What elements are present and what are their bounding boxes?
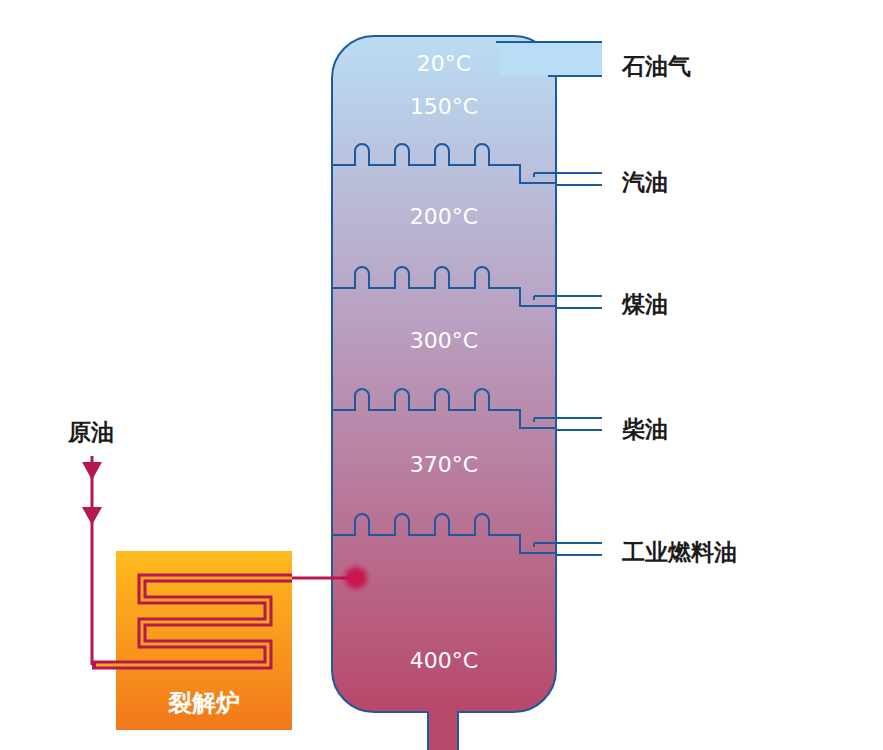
gas-pipe: [500, 43, 602, 75]
tray: [333, 144, 555, 183]
feed-pipe: [292, 577, 332, 580]
product-label: 汽油: [622, 167, 668, 198]
furnace-label: 裂解炉: [168, 687, 240, 719]
product-label: 石油气: [622, 51, 691, 82]
temperature-label: 150°C: [410, 94, 478, 119]
feed-label: 原油: [68, 417, 114, 448]
feed-arrow: [82, 462, 102, 525]
furnace-coil-inner: [96, 578, 292, 665]
side-draw-pipe: [534, 418, 602, 430]
crude-feed-line: [91, 456, 94, 665]
tray: [333, 514, 555, 553]
temperature-label: 200°C: [410, 204, 478, 229]
distillation-column: [332, 36, 556, 712]
column-outlet: [428, 700, 458, 750]
product-label: 柴油: [622, 414, 668, 445]
tray-group: [333, 144, 602, 555]
column-outlet-join: [429, 706, 457, 716]
product-label: 煤油: [622, 289, 668, 320]
side-draw-pipe: [534, 296, 602, 308]
inlet-dot: [345, 567, 367, 589]
temperature-label: 300°C: [410, 328, 478, 353]
side-draw-pipe: [534, 543, 602, 555]
furnace-coil: [92, 578, 292, 665]
temperature-label: 20°C: [417, 51, 471, 76]
product-label: 工业燃料油: [622, 537, 737, 568]
side-draw-pipe: [534, 173, 602, 185]
gas-pipe-wall: [496, 42, 602, 76]
tray: [333, 389, 555, 428]
temperature-label: 370°C: [410, 452, 478, 477]
cracking-furnace: 裂解炉: [116, 551, 292, 730]
distillation-column: 20°C 150°C 200°C 300°C 370°C 400°C: [332, 36, 556, 712]
tray: [333, 267, 555, 306]
temperature-label: 400°C: [410, 648, 478, 673]
